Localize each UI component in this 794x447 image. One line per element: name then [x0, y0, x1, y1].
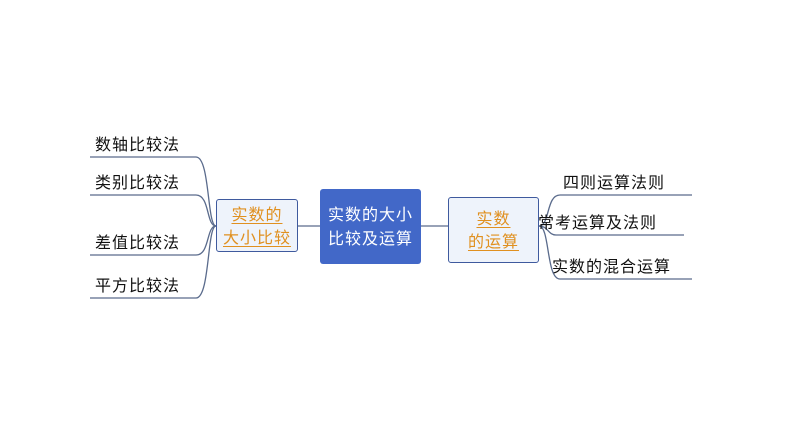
topic-left-line1: 实数的: [231, 204, 283, 224]
connector-right-3: [538, 225, 692, 280]
topic-node-real-number-comparison[interactable]: 实数的 大小比较: [216, 199, 298, 252]
leaf-four-operations-rules: 四则运算法则: [563, 173, 666, 192]
connector-left-1: [90, 156, 217, 227]
leaf-category-comparison: 类别比较法: [95, 173, 181, 192]
leaf-square-comparison: 平方比较法: [95, 276, 181, 295]
leaf-mixed-operations: 实数的混合运算: [552, 257, 672, 276]
topic-right-line2: 的运算: [467, 232, 519, 251]
connector-right-1: [538, 194, 692, 227]
connector-left-2: [90, 194, 217, 227]
topic-right-line1: 实数: [476, 209, 511, 228]
connector-left-3: [90, 225, 217, 256]
leaf-common-operations-rules: 常考运算及法则: [538, 213, 658, 232]
central-topic-line2: 比较及运算: [327, 228, 413, 248]
leaf-number-line-comparison: 数轴比较法: [95, 135, 181, 154]
connector-left-4: [90, 225, 217, 299]
central-topic-line1: 实数的大小: [327, 204, 413, 224]
topic-node-real-number-operations[interactable]: 实数 的运算: [448, 197, 539, 263]
topic-left-line2: 大小比较: [222, 227, 291, 247]
central-topic-node[interactable]: 实数的大小 比较及运算: [320, 189, 421, 264]
leaf-difference-comparison: 差值比较法: [95, 233, 181, 252]
